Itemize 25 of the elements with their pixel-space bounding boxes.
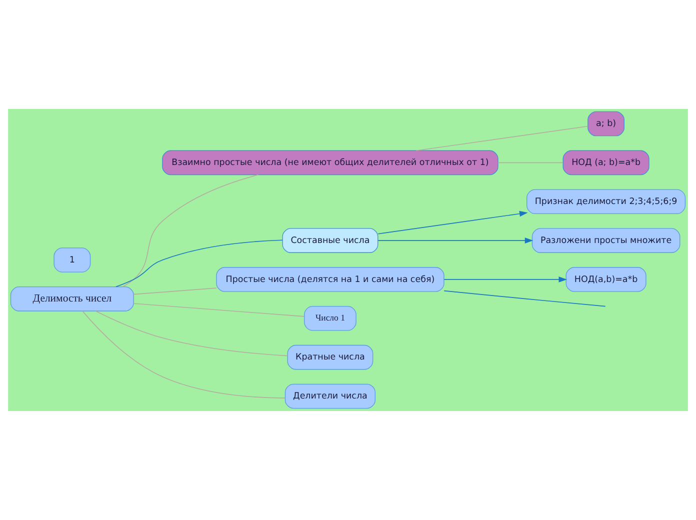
- connector: [116, 240, 283, 288]
- connector: [82, 310, 286, 398]
- node-box: Число 1: [304, 306, 356, 331]
- connector: [95, 310, 288, 356]
- connector: [133, 288, 217, 295]
- node-box: НОД (a; b)=a*b: [562, 150, 650, 176]
- node-box: 1: [54, 248, 91, 272]
- node-box: Делимость чисел: [10, 286, 134, 312]
- node-box: Простые числа (делятся на 1 и сами на себя): [216, 267, 444, 292]
- connector: [122, 174, 259, 288]
- node-box: Признак делимости 2;3;4;5;6;9: [526, 189, 686, 214]
- node-box: a; b): [588, 111, 624, 136]
- connector: [444, 290, 606, 307]
- node-box: Делители числа: [284, 384, 376, 409]
- node-box: Разложени просты множите: [532, 228, 680, 253]
- node-box: Кратные числа: [287, 344, 374, 370]
- connector: [133, 303, 304, 317]
- connector: [498, 162, 564, 164]
- connector: [416, 126, 588, 151]
- node-box: НОД(a,b)=a*b: [566, 267, 646, 292]
- node-box: Взаимно простые числа (не имеют общих делителей отличных от 1): [162, 150, 498, 176]
- node-box: Составные числа: [282, 228, 378, 253]
- arrow: [378, 210, 528, 234]
- arrow: [378, 238, 534, 244]
- arrow: [444, 276, 568, 282]
